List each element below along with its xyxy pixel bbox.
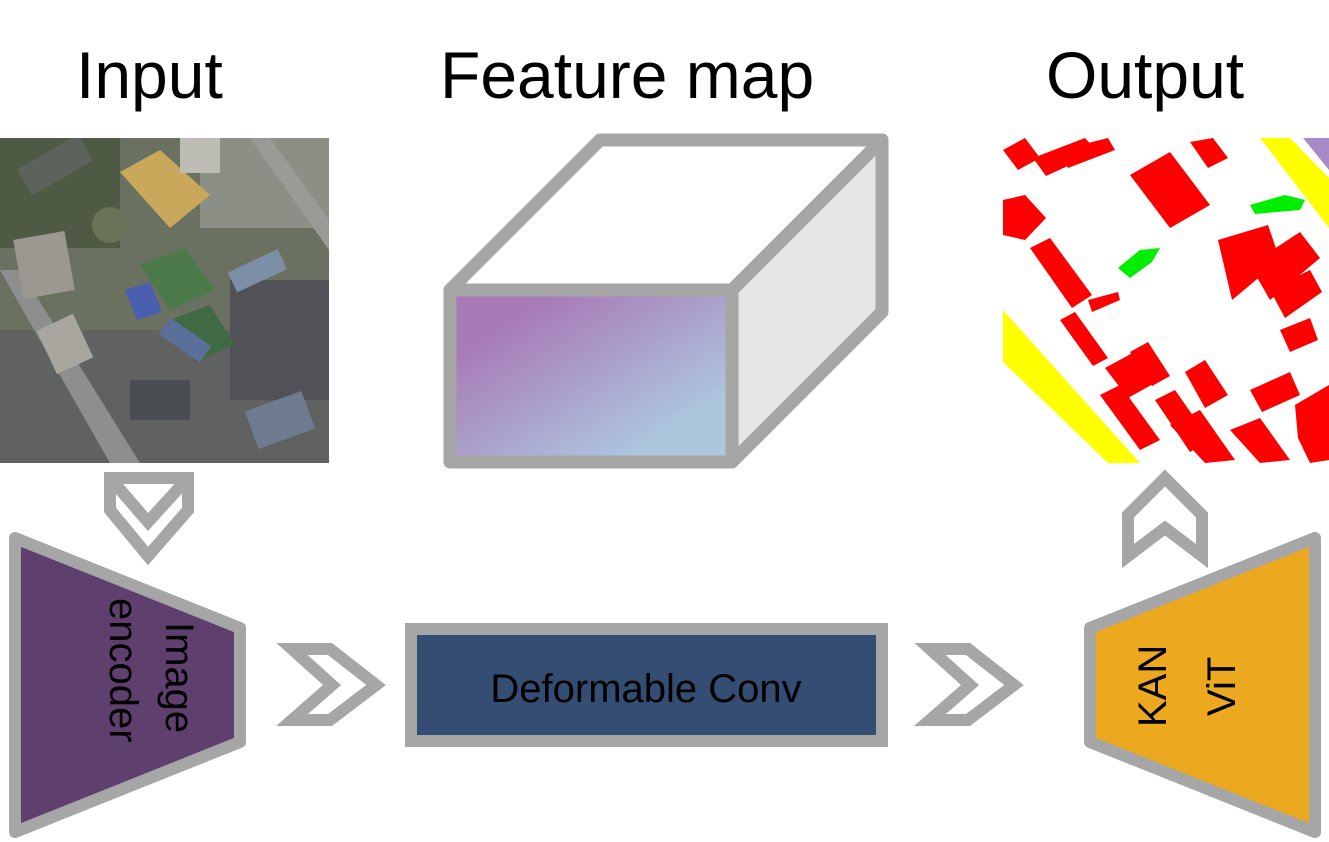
input-satellite-image	[0, 138, 329, 463]
kan-vit-decoder-block: KAN ViT	[1084, 532, 1321, 838]
chevron-right-icon	[914, 643, 1024, 726]
chevron-right-icon	[276, 643, 386, 726]
decoder-label-line2: ViT	[1200, 657, 1244, 716]
image-encoder-block: Image encoder	[9, 532, 246, 838]
feature-map-label: Feature map	[440, 38, 815, 112]
image-encoder-label-line1: Image	[157, 622, 201, 733]
decoder-label-line1: KAN	[1131, 645, 1175, 727]
feature-map-cube	[443, 133, 889, 469]
chevron-down-icon	[104, 472, 194, 566]
feature-map-front-face	[443, 283, 739, 469]
input-label: Input	[76, 38, 223, 112]
deformable-conv-block: Deformable Conv	[405, 623, 888, 747]
output-segmentation-map	[1003, 138, 1329, 463]
output-label: Output	[1046, 38, 1245, 112]
image-encoder-label-line2: encoder	[101, 598, 145, 743]
deformable-conv-label: Deformable Conv	[490, 667, 801, 711]
chevron-up-icon	[1122, 469, 1208, 569]
